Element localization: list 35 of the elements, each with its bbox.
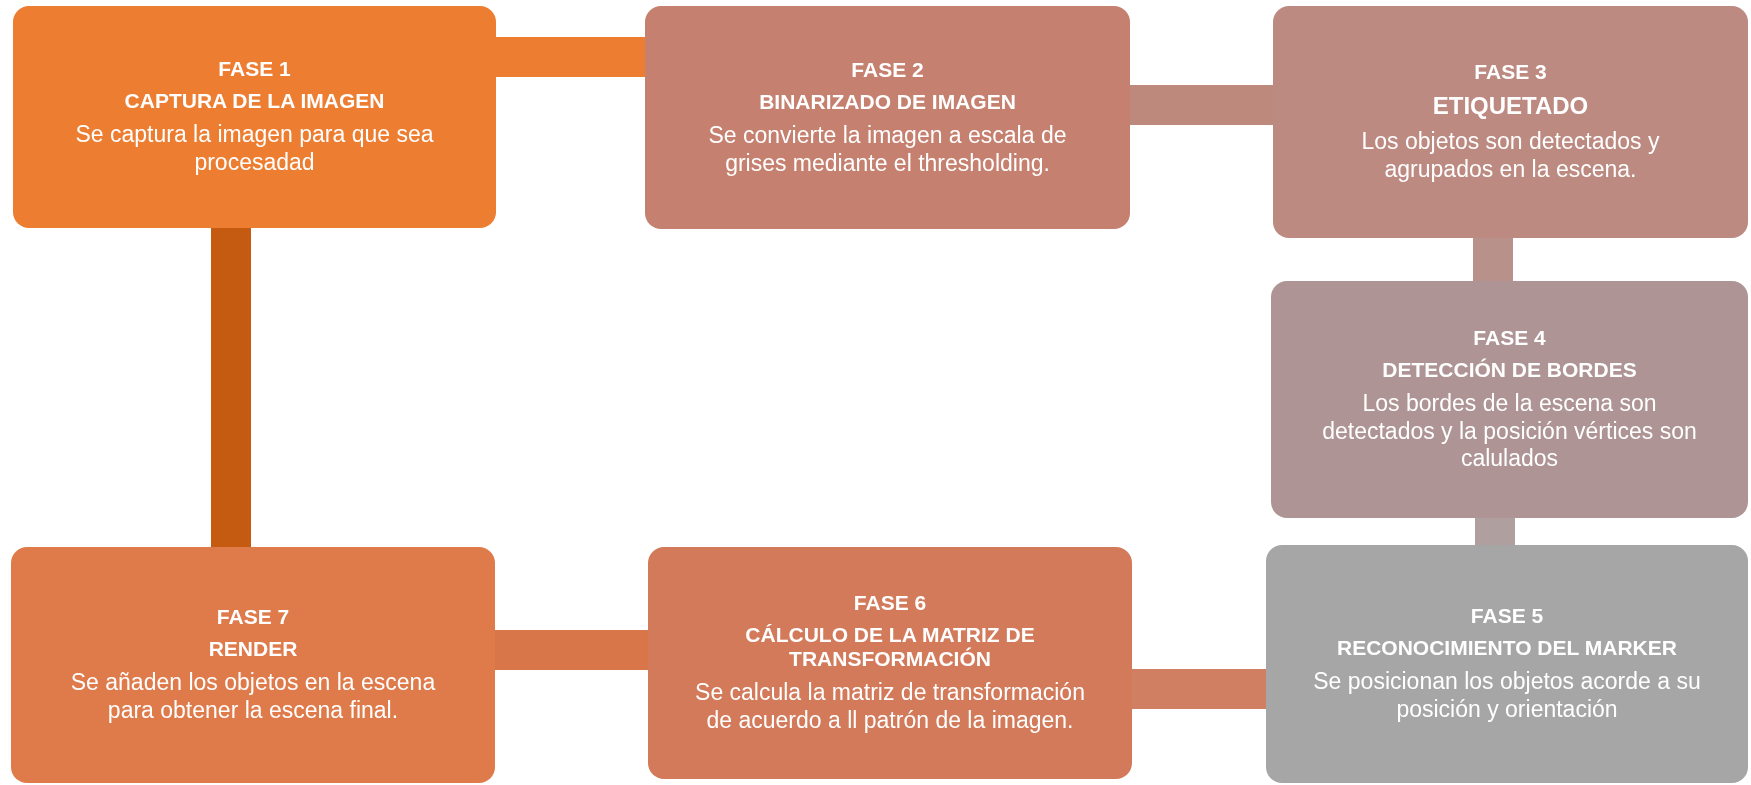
phase-title: CAPTURA DE LA IMAGEN	[124, 89, 385, 114]
phase-title: ETIQUETADO	[1432, 92, 1589, 121]
phase-box	[11, 547, 495, 783]
connector-bar	[1475, 518, 1515, 545]
phase-description: Se convierte la imagen a escala de grises mediante el thresholding.	[707, 121, 1068, 178]
phase-title: RENDER	[208, 637, 298, 662]
phase-description: Se calcula la matriz de transformación de acuerdo a ll patrón de la imagen.	[694, 679, 1086, 735]
phase-box	[648, 547, 1132, 779]
phase-description: Los objetos son detectados y agrupados en la escena.	[1360, 128, 1661, 184]
connector-bar	[495, 630, 648, 670]
phase-title: RECONOCIMIENTO DEL MARKER	[1337, 636, 1677, 661]
phase-title: BINARIZADO DE IMAGEN	[759, 89, 1016, 114]
phase-box	[1271, 281, 1748, 518]
phase-description: Se posicionan los objetos acorde a su posición y orientación	[1312, 668, 1702, 724]
connector-bar	[1130, 85, 1273, 125]
phase-title: CÁLCULO DE LA MATRIZ DE TRANSFORMACIÓN	[744, 623, 1036, 672]
phase-number: FASE 2	[851, 57, 924, 82]
connector-bar	[1132, 669, 1266, 709]
phase-number: FASE 6	[853, 591, 927, 616]
phase-description: Se captura la imagen para que sea procesadad	[74, 121, 435, 177]
phase-box	[1266, 545, 1748, 783]
phase-number: FASE 7	[216, 605, 290, 630]
connector-bar	[211, 228, 251, 547]
phase-description: Los bordes de la escena son detectados y la posición vértices son calulados	[1321, 390, 1698, 473]
phase-description: Se añaden los objetos en la escena para obtener la escena final.	[69, 669, 437, 725]
phase-box	[13, 6, 496, 228]
connector-bar	[1473, 238, 1513, 281]
phase-number: FASE 3	[1474, 60, 1547, 85]
phase-box	[1273, 6, 1748, 238]
phase-title: DETECCIÓN DE BORDES	[1382, 358, 1637, 383]
connector-bar	[496, 37, 645, 77]
phase-box	[645, 6, 1130, 229]
phase-number: FASE 5	[1470, 604, 1544, 629]
phase-number: FASE 1	[218, 57, 291, 82]
phase-number: FASE 4	[1473, 326, 1546, 351]
